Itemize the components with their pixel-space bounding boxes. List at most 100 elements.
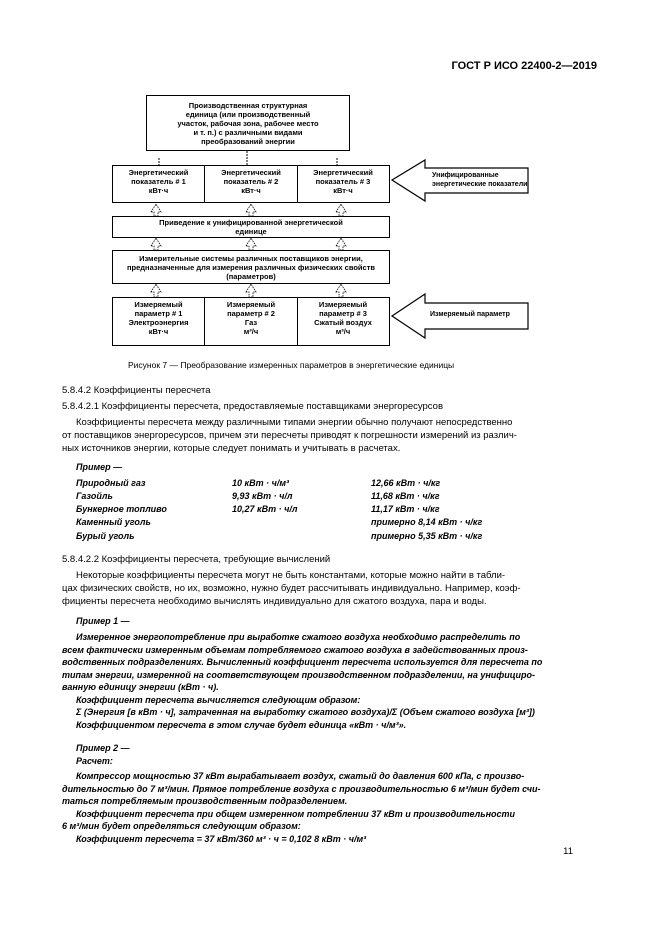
parameter-2-line-3: м³/ч bbox=[243, 327, 259, 336]
unified-indicators-arrow-icon bbox=[390, 158, 529, 203]
example-2-line-1: дительностью до 7 м³/мин. Прямое потребл… bbox=[62, 783, 541, 794]
section-5-8-4-2: 5.8.4.2 Коэффициенты пересчета bbox=[62, 385, 211, 396]
energy-indicator-2-line-2: кВт·ч bbox=[241, 186, 261, 195]
arrow-up-icon bbox=[150, 203, 162, 217]
arrow-up-icon bbox=[150, 237, 162, 251]
paragraph-1-line-1: от поставщиков энергоресурсов, причем эт… bbox=[62, 430, 517, 441]
parameter-3-line-2: Сжатый воздух bbox=[314, 318, 372, 327]
parameter-3-line-0: Измеряемый bbox=[318, 300, 368, 309]
production-unit-text-2: участок, рабочая зона, рабочее место bbox=[177, 118, 319, 128]
measure-text-0: Измерительные системы различных поставщи… bbox=[139, 253, 363, 263]
energy-indicator-1-line-2: кВт·ч bbox=[148, 186, 169, 195]
energy-indicator-2-line-1: показатель # 2 bbox=[223, 177, 279, 186]
example-1-line-4: ванную единицу энергии (кВт · ч). bbox=[62, 682, 219, 692]
parameter-1-line-0: Измеряемый bbox=[134, 300, 183, 309]
page-number: 11 bbox=[563, 846, 573, 857]
measure-text-2: (параметров) bbox=[226, 271, 276, 281]
unified-indicators-label: Унифицированные энергетические показател… bbox=[432, 171, 527, 189]
arrow-up-icon bbox=[150, 283, 162, 298]
parameter-1: Измеряемый параметр # 1 Электроэнергия к… bbox=[113, 298, 205, 345]
table-row-3-name: Каменный уголь bbox=[76, 517, 151, 527]
unify-box: Приведение к унифицированной энергетичес… bbox=[112, 216, 390, 238]
table-row-3-value2: примерно 8,14 кВт · ч/кг bbox=[371, 517, 483, 527]
paragraph-2: Некоторые коэффициенты пересчета могут н… bbox=[62, 569, 592, 608]
energy-indicator-1: Энергетический показатель # 1 кВт·ч bbox=[113, 166, 205, 202]
production-unit-box: Производственная структурная единица (ил… bbox=[146, 95, 350, 151]
measured-parameters-row: Измеряемый параметр # 1 Электроэнергия к… bbox=[112, 297, 390, 346]
table-row-1-value2: 11,68 кВт · ч/кг bbox=[371, 491, 440, 501]
example-1-line-2: водственных подразделениях. Вычисленный … bbox=[62, 657, 543, 667]
example-2-calc-label: Расчет: bbox=[76, 756, 113, 766]
table-row-0-value1: 10 кВт · ч/м³ bbox=[232, 478, 289, 488]
paragraph-2-line-2: фициенты пересчета необходимо вычислять … bbox=[62, 596, 487, 607]
example-2-result: Коэффициент пересчета = 37 кВт/360 м³ · … bbox=[76, 833, 367, 844]
example-1-line-3: типам энергии, измеренной на соответству… bbox=[62, 669, 536, 680]
table-row-2-value1: 10,27 кВт · ч/л bbox=[232, 504, 298, 514]
example-2-line-0: Компрессор мощностью 37 кВт вырабатывает… bbox=[76, 771, 525, 781]
measurement-systems-box: Измерительные системы различных поставщи… bbox=[112, 250, 390, 284]
example-2-line-4: 6 м³/мин будет определяться следующим об… bbox=[62, 821, 301, 831]
table-row-0-name: Природный газ bbox=[76, 478, 146, 488]
energy-indicator-1-line-1: показатель # 1 bbox=[131, 177, 186, 186]
connector-lines bbox=[158, 151, 338, 165]
example-2-title: Пример 2 — bbox=[76, 743, 130, 753]
production-unit-text-0: Производственная структурная bbox=[188, 100, 308, 110]
table-row-4-value2: примерно 5,35 кВт · ч/кг bbox=[371, 531, 483, 541]
example-1-formula: Σ (Энергия [в кВт · ч], затраченная на в… bbox=[76, 707, 535, 717]
arrow-up-icon bbox=[245, 237, 257, 251]
paragraph-1: Коэффициенты пересчета между различными … bbox=[62, 416, 592, 455]
example-1-text: Измеренное энергопотребление при выработ… bbox=[62, 631, 584, 731]
energy-indicator-3-line-1: показатель # 3 bbox=[315, 177, 371, 186]
energy-indicator-1-line-0: Энергетический bbox=[128, 168, 189, 177]
energy-indicator-3: Энергетический показатель # 3 кВт·ч bbox=[298, 166, 388, 202]
paragraph-2-line-0: Некоторые коэффициенты пересчета могут н… bbox=[76, 570, 506, 581]
example-1-formula-intro: Коэффициент пересчета вычисляется следую… bbox=[76, 694, 361, 705]
energy-indicator-3-line-0: Энергетический bbox=[313, 168, 373, 177]
paragraph-2-line-1: цах физических свойств, но их, возможно,… bbox=[62, 583, 521, 594]
example-title: Пример — bbox=[76, 462, 123, 472]
energy-indicators-row: Энергетический показатель # 1 кВт·ч Энер… bbox=[112, 165, 390, 203]
document-header: ГОСТ Р ИСО 22400-2—2019 bbox=[451, 60, 597, 72]
example-2-text: Компрессор мощностью 37 кВт вырабатывает… bbox=[62, 770, 584, 845]
table-row-2-value2: 11,17 кВт · ч/кг bbox=[371, 504, 440, 514]
example-1-title: Пример 1 — bbox=[76, 616, 130, 626]
parameter-3: Измеряемый параметр # 3 Сжатый воздух м³… bbox=[298, 298, 388, 345]
parameter-2-line-2: Газ bbox=[244, 318, 258, 327]
section-5-8-4-2-2: 5.8.4.2.2 Коэффициенты пересчета, требую… bbox=[62, 554, 331, 565]
parameter-1-line-1: параметр # 1 bbox=[134, 309, 183, 318]
figure-caption: Рисунок 7 — Преобразование измеренных па… bbox=[128, 360, 455, 370]
parameter-1-line-2: Электроэнергия bbox=[128, 318, 189, 327]
measured-parameter-label: Измеряемый параметр bbox=[430, 311, 510, 318]
parameter-2-line-0: Измеряемый bbox=[226, 300, 276, 309]
arrow-up-icon bbox=[335, 237, 347, 251]
production-unit-text-4: преобразований энергии bbox=[201, 136, 295, 146]
arrow-up-icon bbox=[335, 283, 347, 298]
arrow-up-icon bbox=[245, 283, 257, 298]
unify-text-0: Приведение к унифицированной энергетичес… bbox=[159, 218, 343, 227]
paragraph-1-line-0: Коэффициенты пересчета между различными … bbox=[76, 417, 513, 428]
parameter-3-line-3: м³/ч bbox=[335, 327, 351, 336]
parameter-2-line-1: параметр # 2 bbox=[227, 309, 275, 318]
unify-text-1: единице bbox=[235, 227, 267, 236]
section-5-8-4-2-1: 5.8.4.2.1 Коэффициенты пересчета, предос… bbox=[62, 401, 443, 412]
measured-parameter-arrow-icon bbox=[390, 292, 529, 340]
table-row-0-value2: 12,66 кВт · ч/кг bbox=[371, 478, 441, 488]
parameter-1-line-3: кВт·ч bbox=[148, 327, 169, 336]
unified-indicators-label-1: энергетические показатели bbox=[432, 181, 528, 188]
parameter-3-line-1: параметр # 3 bbox=[319, 309, 367, 318]
measure-text-1: предназначенные для измерения различных … bbox=[127, 262, 375, 272]
energy-indicator-2-line-0: Энергетический bbox=[221, 168, 281, 177]
energy-indicator-3-line-2: кВт·ч bbox=[333, 186, 353, 195]
paragraph-1-line-2: ных источников энергии, которые следует … bbox=[62, 443, 401, 454]
unified-indicators-label-0: Унифицированные bbox=[432, 172, 499, 179]
table-row-2-name: Бункерное топливо bbox=[76, 504, 167, 514]
table-row-4-name: Бурый уголь bbox=[76, 531, 135, 541]
example-1-line-0: Измеренное энергопотребление при выработ… bbox=[76, 632, 521, 642]
table-row-1-value1: 9,93 кВт · ч/л bbox=[232, 491, 293, 501]
parameter-2: Измеряемый параметр # 2 Газ м³/ч bbox=[205, 298, 298, 345]
arrow-up-icon bbox=[335, 203, 347, 217]
energy-indicator-2: Энергетический показатель # 2 кВт·ч bbox=[205, 166, 298, 202]
table-row-1-name: Газойль bbox=[76, 491, 113, 501]
arrow-up-icon bbox=[245, 203, 257, 217]
production-unit-text-1: единица (или производственный bbox=[185, 109, 311, 119]
